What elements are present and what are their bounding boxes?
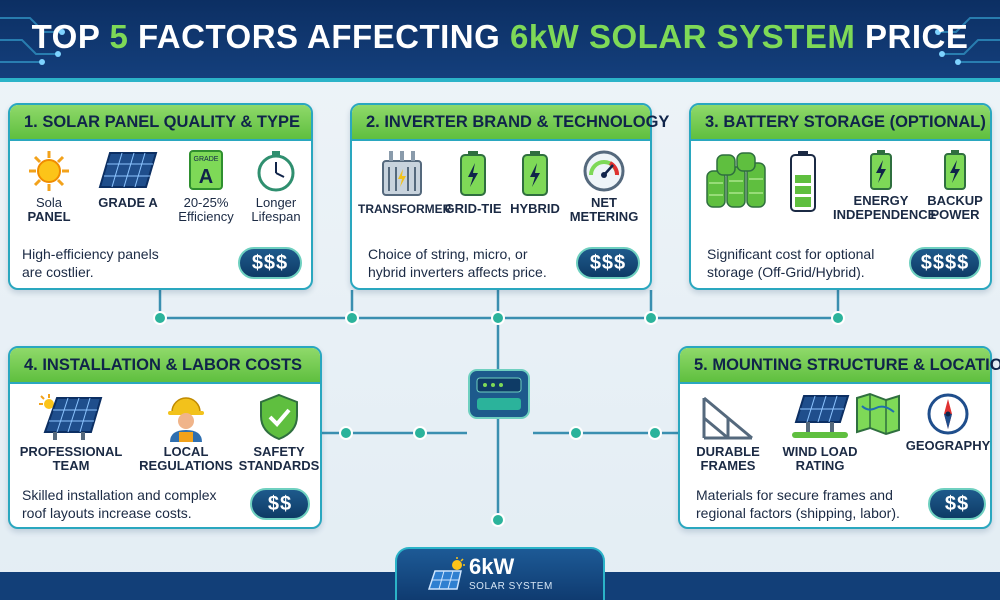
- item-transformer: TRANSFORMER: [358, 149, 451, 216]
- ground-panel-icon: [792, 395, 850, 438]
- card-title: 4. INSTALLATION & LABOR COSTS: [10, 348, 320, 384]
- map-icon: [856, 392, 900, 436]
- item-durable-frames: DURABLE FRAMES: [688, 392, 768, 473]
- header-banner: TOP 5 FACTORS AFFECTING 6kW SOLAR SYSTEM…: [0, 0, 1000, 82]
- factor-card-battery: 3. BATTERY STORAGE (OPTIONAL): [689, 103, 992, 290]
- inverter-hub-icon: [468, 369, 530, 419]
- item-professional-team: PROFESSIONAL TEAM: [16, 392, 126, 473]
- transformer-icon: [382, 151, 422, 196]
- footer-brand-tab: 6kW SOLAR SYSTEM: [395, 547, 605, 600]
- grid-tie-battery-icon: [460, 151, 486, 196]
- mounting-frame-icon: [702, 396, 753, 440]
- item-battery-level: [773, 149, 833, 216]
- card-description: Materials for secure frames and regional…: [696, 487, 900, 521]
- card-title: 1. SOLAR PANEL QUALITY & TYPE: [10, 105, 311, 141]
- compass-icon: [927, 393, 969, 435]
- item-net-metering: NET METERING: [562, 149, 646, 224]
- energy-battery-icon: [870, 150, 892, 190]
- item-map: [848, 392, 908, 439]
- item-wind-load: WIND LOAD RATING: [778, 392, 862, 473]
- card-title: 2. INVERTER BRAND & TECHNOLOGY: [352, 105, 669, 141]
- footer-brand-subtitle: SOLAR SYSTEM: [469, 581, 553, 592]
- stopwatch-icon: [257, 151, 295, 192]
- hybrid-battery-icon: [522, 151, 548, 196]
- factor-card-mounting: 5. MOUNTING STRUCTURE & LOCATION DURABLE…: [678, 346, 1000, 529]
- safety-shield-icon: [260, 393, 298, 441]
- item-hybrid: HYBRID: [502, 149, 568, 216]
- item-grid-tie: GRID-TIE: [440, 149, 506, 216]
- price-badge: $$: [250, 488, 310, 520]
- card-description: Skilled installation and complex roof la…: [22, 487, 217, 521]
- item-grade-panel: GRADE A: [86, 149, 170, 210]
- item-sun: Sola PANEL: [10, 149, 88, 224]
- grade-a-badge-icon: GRADE A: [189, 150, 223, 190]
- net-meter-gauge-icon: [583, 150, 625, 192]
- solar-logo-icon: [427, 557, 465, 590]
- price-badge: $$$$: [909, 247, 981, 279]
- item-battery-bank: [699, 151, 775, 214]
- card-description: Significant cost for optional storage (O…: [707, 246, 875, 280]
- sun-icon: [29, 151, 69, 191]
- battery-bank-icon: [706, 152, 766, 208]
- price-badge: $$$: [238, 247, 302, 279]
- item-local-regulations: LOCAL REGULATIONS: [134, 392, 238, 473]
- worker-hardhat-icon: [168, 397, 204, 442]
- card-title: 3. BATTERY STORAGE (OPTIONAL): [691, 105, 990, 141]
- factor-card-solar-panel: 1. SOLAR PANEL QUALITY & TYPE Sola PANEL…: [8, 103, 313, 290]
- circuit-decoration-right-icon: [935, 17, 1000, 65]
- svg-text:A: A: [199, 166, 213, 188]
- price-badge: $$: [928, 488, 986, 520]
- circuit-decoration-left-icon: [0, 17, 65, 65]
- item-backup-power: BACKUP POWER: [919, 149, 991, 222]
- battery-level-icon: [790, 151, 816, 212]
- item-efficiency: GRADE A 20-25% Efficiency: [168, 149, 244, 224]
- page-title: TOP 5 FACTORS AFFECTING 6kW SOLAR SYSTEM…: [31, 18, 969, 55]
- rooftop-panel-icon: [39, 394, 103, 440]
- item-energy-independence: ENERGY INDEPENDENCE: [833, 149, 936, 222]
- backup-battery-icon: [944, 150, 966, 190]
- footer-brand-name: 6kW: [469, 554, 515, 579]
- item-lifespan: Longer Lifespan: [238, 149, 314, 224]
- factor-card-inverter: 2. INVERTER BRAND & TECHNOLOGY TRANSFORM…: [350, 103, 669, 290]
- item-geography: GEOGRAPHY: [902, 392, 994, 453]
- factor-card-installation: 4. INSTALLATION & LABOR COSTS PROFESSION…: [8, 346, 322, 529]
- svg-text:GRADE: GRADE: [194, 156, 219, 163]
- solar-panel-icon: [98, 152, 158, 188]
- price-badge: $$$: [576, 247, 640, 279]
- item-safety-standards: SAFETY STANDARDS: [234, 392, 324, 473]
- card-description: Choice of string, micro, or hybrid inver…: [368, 246, 547, 280]
- card-title: 5. MOUNTING STRUCTURE & LOCATION: [680, 348, 1000, 384]
- card-description: High-efficiency panels are costlier.: [22, 246, 159, 280]
